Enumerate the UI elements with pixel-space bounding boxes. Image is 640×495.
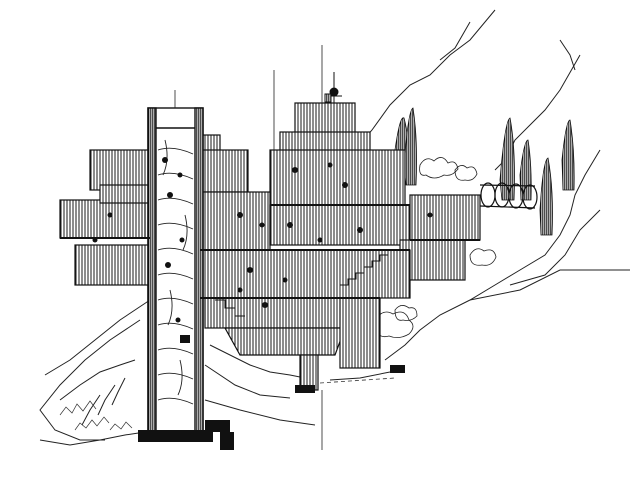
interior-stair [215,254,388,317]
ground-dashes [319,377,396,384]
construction-lines [174,45,323,450]
vertical-shaft [147,107,204,434]
building-blocks [59,102,481,391]
antenna [324,72,342,103]
floor-slabs [60,204,480,299]
interior-figures [92,157,433,323]
foundations [138,335,405,450]
hillside-terrain [39,9,630,446]
coil-structure [479,182,538,210]
rock-hatching [59,400,133,431]
background-trees [394,107,575,236]
